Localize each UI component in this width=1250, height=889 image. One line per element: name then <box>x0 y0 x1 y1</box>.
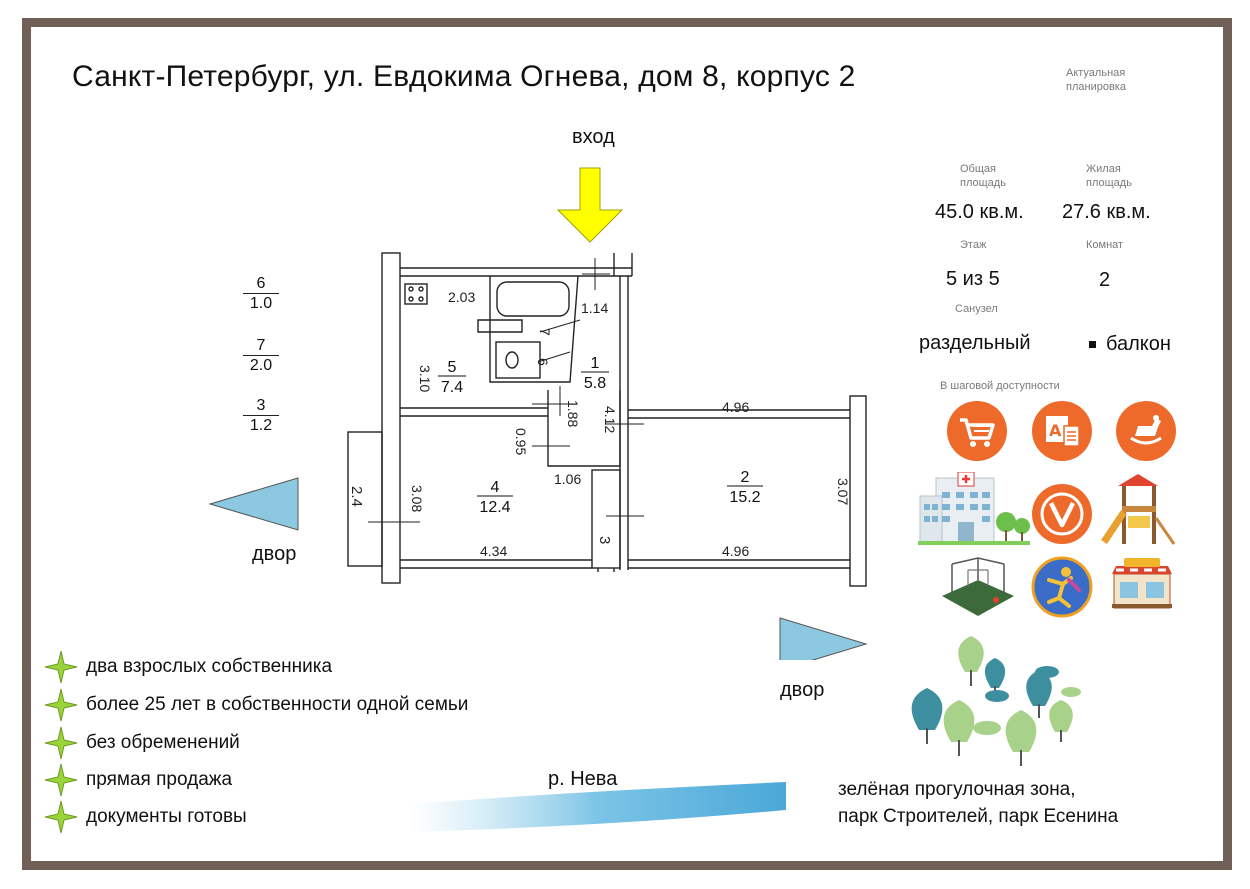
legend-3-number: 3 <box>243 396 279 416</box>
dimension-lines <box>368 258 644 523</box>
floor-label: Этаж <box>960 239 987 251</box>
dim-4-96-top: 4.96 <box>722 399 749 415</box>
star-icon <box>44 763 78 797</box>
hospital-icon <box>918 472 1030 545</box>
svg-text:A: A <box>1049 421 1062 440</box>
star-icon <box>44 650 78 684</box>
fact-item: более 25 лет в собственности одной семьи <box>44 688 469 722</box>
room-2-area: 15.2 <box>729 489 760 506</box>
star-icon <box>44 726 78 760</box>
park-caption-line2: парк Строителей, парк Есенина <box>838 806 1119 827</box>
legend-7-number: 7 <box>243 336 279 356</box>
playground-icon <box>1101 474 1176 545</box>
fact-item: без обременений <box>44 726 468 760</box>
legend-item-3: 3 1.2 <box>243 396 279 435</box>
entry-arrow-icon <box>556 167 624 243</box>
fact-text: документы готовы <box>86 806 247 827</box>
floor-plan: 2.03 1.14 3.10 7 6 1.88 4.12 0.95 1.06 4… <box>208 167 868 660</box>
park-trees-icon <box>911 636 1081 766</box>
layout-note-line2: планировка <box>1066 81 1126 93</box>
dim-6: 6 <box>535 358 551 366</box>
dim-1-88: 1.88 <box>565 400 581 427</box>
dim-4-34: 4.34 <box>480 543 507 559</box>
living-area-label-line2: площадь <box>1086 177 1132 189</box>
plan-walls <box>347 252 867 587</box>
park-caption-line1: зелёная прогулочная зона, <box>838 779 1076 800</box>
fact-item: прямая продажа <box>44 763 468 797</box>
layout-note-line1: Актуальная <box>1066 67 1126 79</box>
rooms-label: Комнат <box>1086 239 1124 251</box>
legend-item-7: 7 2.0 <box>243 336 279 375</box>
shopping-cart-icon <box>947 401 1007 461</box>
floor-value: 5 из 5 <box>946 268 1000 290</box>
facts-list: два взрослых собственника более 25 лет в… <box>44 650 469 834</box>
dim-7: 7 <box>537 328 553 336</box>
total-area-label-line1: Общая <box>960 163 996 175</box>
room-5-area: 7.4 <box>441 379 463 396</box>
fact-text: два взрослых собственника <box>86 656 333 677</box>
dim-3-07: 3.07 <box>835 478 851 505</box>
fact-text: прямая продажа <box>86 769 233 790</box>
yard-label-right: двор <box>780 679 825 701</box>
dim-1-06: 1.06 <box>554 471 581 487</box>
legend-3-area: 1.2 <box>249 417 273 434</box>
rooms-value: 2 <box>1099 269 1111 291</box>
total-area-label: Общая площадь <box>960 162 1006 190</box>
sports-ground-icon <box>942 557 1014 616</box>
yard-left-arrow-icon <box>208 477 299 531</box>
dim-3-10: 3.10 <box>417 365 433 392</box>
bathroom-label: Санузел <box>955 303 998 315</box>
star-icon <box>44 800 78 834</box>
dim-4-12: 4.12 <box>602 406 618 433</box>
page-title: Санкт-Петербург, ул. Евдокима Огнева, до… <box>72 60 856 93</box>
room-5-number: 5 <box>448 359 457 376</box>
room-1-number: 1 <box>591 355 600 372</box>
legend-7-area: 2.0 <box>249 357 273 374</box>
kindergarten-horse-icon <box>1116 401 1176 461</box>
legend-6-number: 6 <box>243 274 279 294</box>
legend-item-6: 6 1.0 <box>243 274 279 313</box>
room-4-number: 4 <box>491 479 500 496</box>
living-area-label: Жилая площадь <box>1086 162 1132 190</box>
bathroom-value: раздельный <box>919 332 1031 354</box>
room-2-number: 2 <box>741 469 750 486</box>
poi-title: В шаговой доступности <box>940 380 1060 392</box>
yard-right-arrow-icon <box>779 617 868 660</box>
living-area-value: 27.6 кв.м. <box>1062 201 1151 223</box>
fact-item: два взрослых собственника <box>44 650 468 684</box>
balcony-value: балкон <box>1106 333 1171 355</box>
park-caption: зелёная прогулочная зона, парк Строителе… <box>838 776 1118 830</box>
balcony-bullet-icon <box>1089 341 1096 349</box>
metro-icon <box>1032 484 1092 544</box>
layout-note: Актуальная планировка <box>1066 66 1126 94</box>
river-label: р. Нева <box>548 768 618 790</box>
dim-4-96-bottom: 4.96 <box>722 543 749 559</box>
dim-0-95: 0.95 <box>513 428 529 455</box>
yard-label-left: двор <box>252 543 297 565</box>
cafe-icon <box>1112 558 1172 609</box>
room-1-area: 5.8 <box>584 375 606 392</box>
fitness-icon <box>1031 556 1093 618</box>
total-area-value: 45.0 кв.м. <box>935 201 1024 223</box>
dim-1-14: 1.14 <box>581 300 608 316</box>
fact-text: более 25 лет в собственности одной семьи <box>86 694 469 715</box>
river-neva-shape <box>410 782 786 832</box>
room-4-area: 12.4 <box>479 499 510 516</box>
total-area-label-line2: площадь <box>960 177 1006 189</box>
entry-label: вход <box>572 126 615 148</box>
dim-3-08: 3.08 <box>409 485 425 512</box>
star-icon <box>44 688 78 722</box>
fact-text: без обременений <box>86 732 240 753</box>
balcony-item: балкон <box>1089 333 1171 356</box>
living-area-label-line1: Жилая <box>1086 163 1121 175</box>
legend-6-area: 1.0 <box>249 295 273 312</box>
dim-2-03: 2.03 <box>448 289 475 305</box>
dim-2-4: 2.4 <box>348 486 365 507</box>
school-icon: A <box>1032 401 1092 461</box>
dim-3: 3 <box>596 536 613 544</box>
fact-item: документы готовы <box>44 800 468 834</box>
